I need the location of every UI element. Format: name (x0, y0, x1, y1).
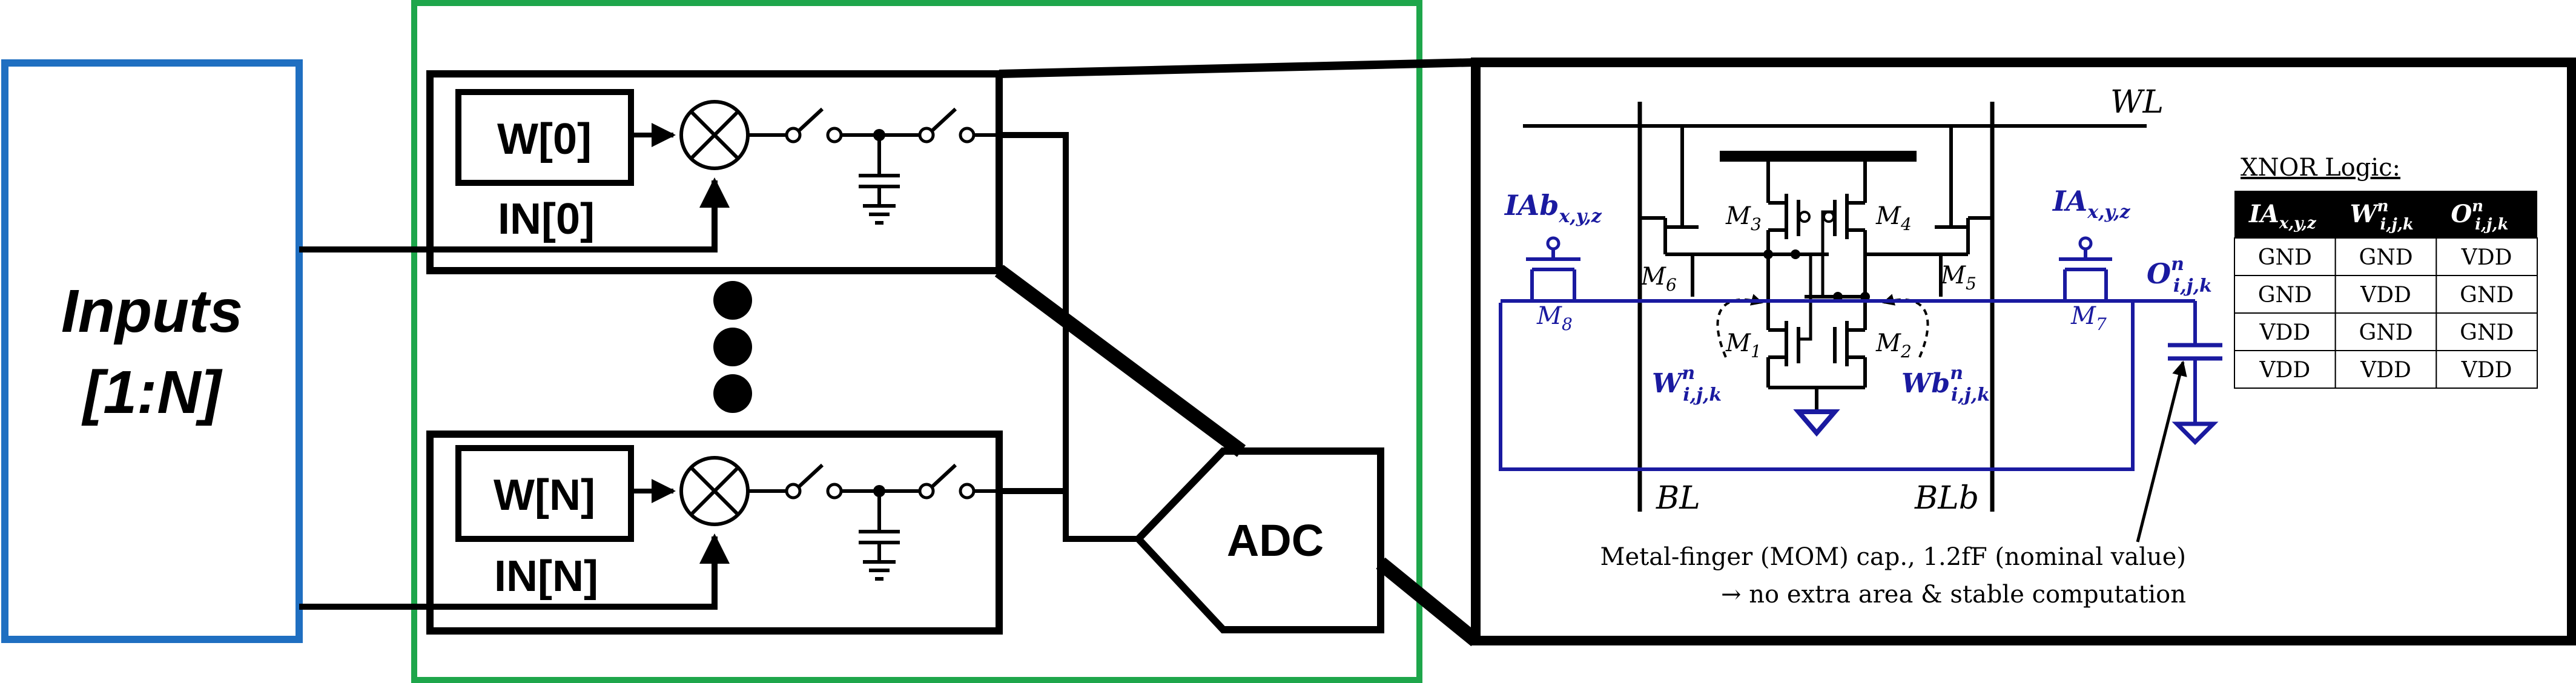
adc-label: ADC (1227, 515, 1324, 566)
compute-system-box (411, 0, 1422, 683)
adc-input-wire (999, 132, 1138, 542)
xnor-cell-border (2334, 237, 2437, 276)
zoom-line-bottom (1376, 557, 1481, 647)
inputs-box (1, 59, 303, 643)
xnor-cell-border (2234, 312, 2336, 351)
compute-cell-n: W[N] IN[N] (299, 431, 1003, 635)
output-line (1499, 303, 2135, 471)
svg-text:M4: M4 (1875, 202, 1912, 234)
mom-capacitor-icon (2168, 301, 2222, 445)
svg-text:M8: M8 (1536, 302, 1573, 334)
xnor-bitcell-circuit: WL BL BLb M6 M5 M3 (1499, 84, 2222, 609)
svg-text:IAx,y,z: IAx,y,z (2052, 185, 2131, 223)
wl-label: WL (2110, 84, 2164, 120)
zoom-line-mid (994, 265, 1246, 457)
xnor-cell-border (2436, 350, 2538, 389)
svg-text:M2: M2 (1875, 329, 1912, 361)
svg-text:M3: M3 (1725, 202, 1762, 234)
svg-text:IAbx,y,z: IAbx,y,z (1504, 189, 1602, 227)
xnor-cell: GND (2258, 245, 2312, 270)
inputs-label: Inputs (61, 277, 243, 345)
xnor-cell: VDD (2360, 358, 2411, 383)
xnor-cell: VDD (2259, 320, 2310, 345)
blb-label: BLb (1914, 480, 1979, 516)
xnor-cell: GND (2258, 283, 2312, 308)
xnor-cell: VDD (2259, 358, 2310, 383)
svg-text:M5: M5 (1940, 262, 1977, 294)
cap-note-line1: Metal-finger (MOM) cap., 1.2fF (nominal … (1600, 543, 2187, 571)
cap-note-line2: → no extra area & stable computation (1721, 581, 2186, 609)
xnor-header-0: IAx,y,z (2248, 200, 2317, 233)
compute-cell-0: W[0] IN[0] (299, 70, 1003, 274)
weight-label-n: W[N] (494, 471, 595, 520)
input-label-n: IN[N] (494, 552, 598, 601)
xnor-cell: GND (2359, 245, 2413, 270)
adc-block (1133, 447, 1384, 633)
multiplier-icon-n (679, 456, 750, 526)
zoom-line-top (999, 58, 1476, 78)
xnor-cell: GND (2359, 320, 2413, 345)
switched-capacitor-0 (748, 107, 999, 225)
xnor-cell-border (2436, 312, 2538, 351)
svg-text:M6: M6 (1640, 263, 1677, 295)
weight-label-0: W[0] (497, 115, 592, 163)
bl-label: BL (1656, 480, 1700, 516)
svg-text:M7: M7 (2070, 302, 2107, 334)
cell-0-frame (426, 70, 1003, 274)
input-label-0: IN[0] (498, 195, 595, 243)
xnor-cell-border (2234, 275, 2336, 314)
svg-text:Wni,j,k: Wni,j,k (1652, 363, 1722, 406)
svg-text:M1: M1 (1725, 329, 1762, 361)
multiplier-icon-0 (679, 100, 750, 170)
xnor-cell: VDD (2461, 245, 2512, 270)
xnor-cell-border (2334, 275, 2437, 314)
xnor-cell: GND (2460, 283, 2514, 308)
ellipsis-dots (713, 281, 752, 413)
cell-n-frame (426, 431, 1003, 635)
xnor-cell-border (2436, 237, 2538, 276)
inputs-range-label: [1:N] (81, 358, 223, 426)
xnor-title: XNOR Logic: (2241, 154, 2400, 182)
xnor-cell: VDD (2360, 283, 2411, 308)
switched-capacitor-n (748, 463, 999, 581)
svg-text:Oni,j,k: Oni,j,k (2147, 254, 2212, 297)
xnor-cell: GND (2460, 320, 2514, 345)
xnor-cell-border (2334, 312, 2437, 351)
ground-icon (1793, 409, 1840, 437)
xnor-cell: VDD (2461, 358, 2512, 383)
